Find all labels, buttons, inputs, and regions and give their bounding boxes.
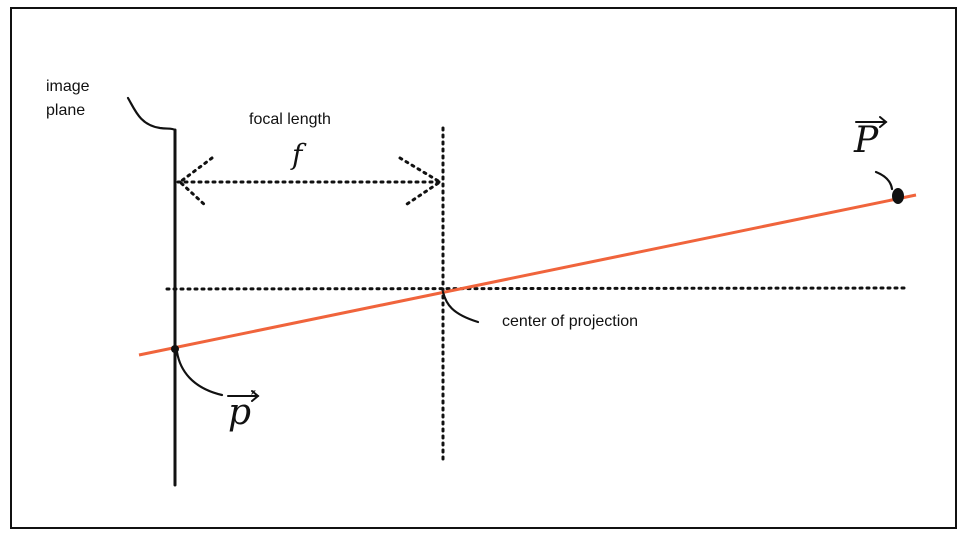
image-point-label-letter: p <box>228 392 252 433</box>
image-point-label-prime: ′ <box>251 388 257 413</box>
image-plane-label-line2: plane <box>46 102 86 119</box>
image-plane-label: image plane <box>46 75 90 123</box>
world-point-dot <box>892 188 904 204</box>
image-point-leader <box>175 350 224 397</box>
image-point-vector-arrow <box>227 390 260 402</box>
diagram-frame <box>10 7 957 529</box>
focal-length-arrow <box>176 156 443 208</box>
image-plane-leader <box>126 96 177 132</box>
center-of-projection-leader <box>441 290 480 324</box>
image-plane-label-line1: image <box>46 78 90 95</box>
world-point-vector-arrow <box>855 116 888 128</box>
world-point-leader <box>874 170 894 191</box>
focal-length-label: focal length <box>249 111 331 128</box>
focal-length-symbol: f <box>292 138 303 171</box>
optical-axis-line <box>165 286 910 291</box>
center-of-projection-label: center of projection <box>502 313 639 330</box>
image-point-label: p′ <box>228 388 256 433</box>
world-point-label: P <box>854 120 879 161</box>
projection-ray <box>138 193 917 357</box>
